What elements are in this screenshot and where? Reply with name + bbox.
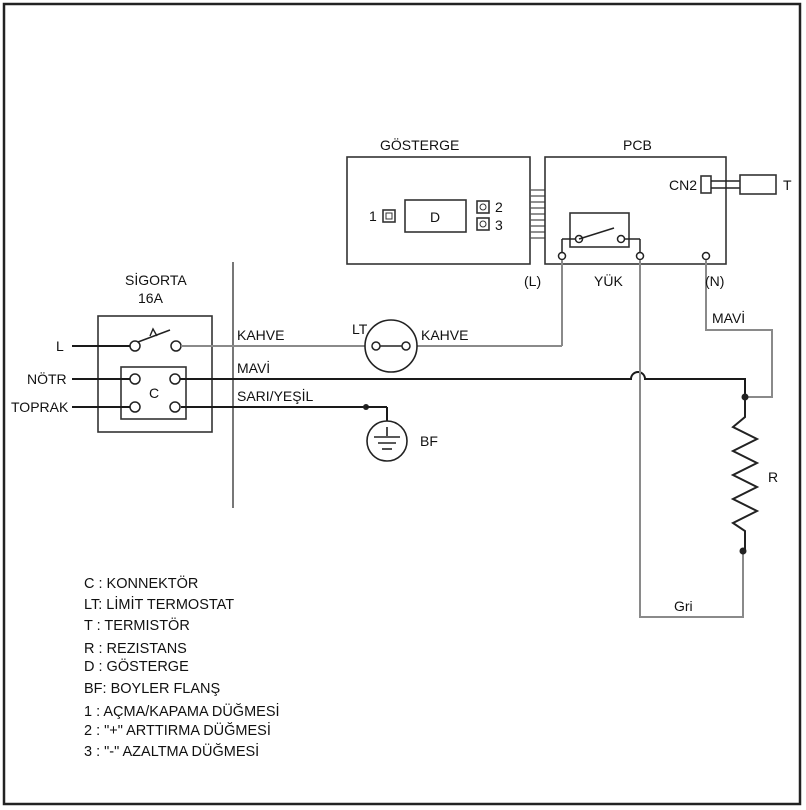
pcb-terminal-l (557, 251, 567, 261)
display-d-box (404, 199, 467, 233)
pcb-terminal-n (701, 251, 711, 261)
wire-gri-label: Gri (674, 598, 693, 614)
load-label: YÜK (594, 272, 623, 289)
legend-item: R : REZISTANS (84, 641, 187, 657)
button-3-label: 3 (495, 217, 503, 233)
display-title: GÖSTERGE (380, 136, 459, 153)
legend: C : KONNEKTÖR LT: LİMİT TERMOSTAT T : TE… (84, 574, 280, 760)
legend-item: T : TERMISTÖR (84, 616, 190, 634)
fuse-rating: 16A (138, 290, 164, 306)
pcb-board (544, 156, 777, 265)
lt-label: LT (352, 321, 368, 337)
pcb-terminal-load (635, 251, 645, 261)
display-unit (346, 156, 531, 265)
resistor-label: R (768, 469, 778, 485)
pcb-l-label: (L) (524, 273, 541, 289)
ribbon-connector (530, 189, 545, 239)
wire-kahve-label-2: KAHVE (421, 327, 468, 343)
legend-item: 3 : "-" AZALTMA DÜĞMESİ (84, 742, 259, 760)
connector-c-label: C (149, 385, 159, 401)
neutral-label: NÖTR (27, 370, 67, 387)
bf-label: BF (420, 433, 438, 449)
thermistor-icon (739, 174, 777, 195)
thermistor-label: T (783, 177, 792, 193)
wire-mavi-label-1: MAVİ (237, 359, 270, 376)
boiler-flange-ground-icon (366, 420, 408, 462)
line-l-label: L (56, 338, 64, 354)
display-d-label: D (430, 209, 440, 225)
legend-item: 1 : AÇMA/KAPAMA DÜĞMESİ (84, 702, 280, 720)
cn2-label: CN2 (669, 177, 697, 193)
cn2-connector (700, 175, 712, 194)
legend-item: LT: LİMİT TERMOSTAT (84, 595, 234, 613)
fuse-block (97, 315, 213, 433)
pcb-title: PCB (623, 137, 652, 153)
legend-item: D : GÖSTERGE (84, 657, 189, 675)
earth-label: TOPRAK (11, 399, 69, 415)
pcb-n-label: (N) (705, 273, 724, 289)
legend-item: 2 : "+" ARTTIRMA DÜĞMESİ (84, 721, 271, 739)
wire-sari-yesil-label: SARI/YEŞİL (237, 387, 313, 404)
resistor-icon (730, 393, 760, 555)
legend-item: C : KONNEKTÖR (84, 574, 198, 592)
button-3-icon (476, 217, 490, 231)
fuse-title: SİGORTA (125, 271, 187, 288)
button-1-label: 1 (369, 208, 377, 224)
button-2-icon (476, 200, 490, 214)
wire-mavi-label-2: MAVİ (712, 309, 745, 326)
limit-thermostat-icon (364, 319, 418, 373)
button-2-label: 2 (495, 199, 503, 215)
button-1-icon (382, 209, 396, 223)
legend-item: BF: BOYLER FLANŞ (84, 681, 220, 697)
wire-kahve-label-1: KAHVE (237, 327, 284, 343)
fuse-switch-icon (137, 329, 171, 343)
